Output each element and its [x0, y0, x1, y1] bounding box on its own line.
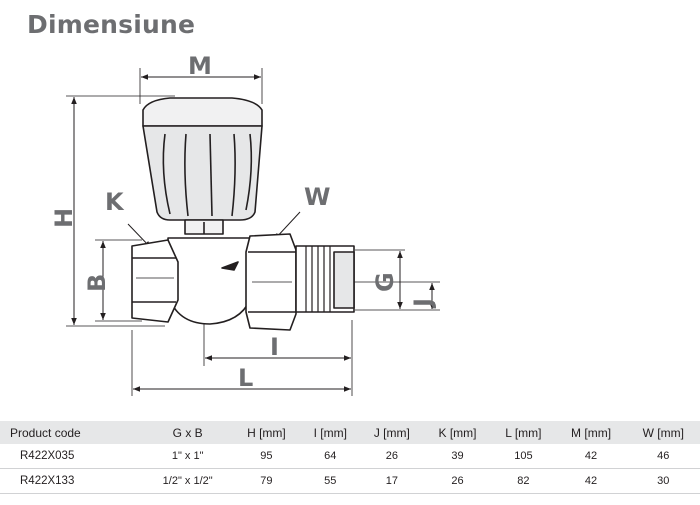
cell: R422X133 — [0, 468, 144, 494]
col-product-code: Product code — [0, 421, 144, 444]
table-row: R422X133 1/2" x 1/2" 79 55 17 26 82 42 3… — [0, 468, 700, 494]
label-W: W — [304, 183, 330, 211]
cell: 46 — [626, 444, 700, 469]
cell: 1/2" x 1/2" — [143, 468, 233, 494]
valve-drawing — [131, 97, 355, 331]
col-m: M [mm] — [555, 421, 627, 444]
label-M: M — [188, 52, 212, 80]
label-B: B — [83, 274, 111, 292]
cell: 17 — [359, 468, 424, 494]
cell: 64 — [300, 444, 360, 469]
table-header-row: Product code G x B H [mm] I [mm] J [mm] … — [0, 421, 700, 444]
col-i: I [mm] — [300, 421, 360, 444]
col-gxb: G x B — [143, 421, 233, 444]
label-L: L — [238, 364, 253, 392]
label-I: I — [270, 333, 279, 361]
page-title: Dimensiune — [27, 10, 196, 39]
cell: 55 — [300, 468, 360, 494]
cell: 39 — [423, 444, 492, 469]
cell: R422X035 — [0, 444, 144, 469]
cell: 42 — [555, 468, 627, 494]
valve-dimension-diagram: M H K W B G J I L — [50, 52, 440, 396]
cell: 95 — [232, 444, 301, 469]
col-k: K [mm] — [423, 421, 492, 444]
cell: 105 — [491, 444, 556, 469]
cell: 82 — [491, 468, 556, 494]
table-row: R422X035 1" x 1" 95 64 26 39 105 42 46 — [0, 444, 700, 469]
col-w: W [mm] — [626, 421, 700, 444]
cell: 79 — [232, 468, 301, 494]
col-h: H [mm] — [232, 421, 301, 444]
cell: 26 — [359, 444, 424, 469]
col-j: J [mm] — [359, 421, 424, 444]
label-K: K — [105, 188, 125, 216]
label-G: G — [371, 272, 399, 292]
cell: 1" x 1" — [143, 444, 233, 469]
dimension-table: Product code G x B H [mm] I [mm] J [mm] … — [0, 421, 700, 494]
cell: 42 — [555, 444, 627, 469]
col-l: L [mm] — [491, 421, 556, 444]
cell: 26 — [423, 468, 492, 494]
label-J: J — [409, 298, 437, 309]
cell: 30 — [626, 468, 700, 494]
label-H: H — [50, 208, 78, 228]
